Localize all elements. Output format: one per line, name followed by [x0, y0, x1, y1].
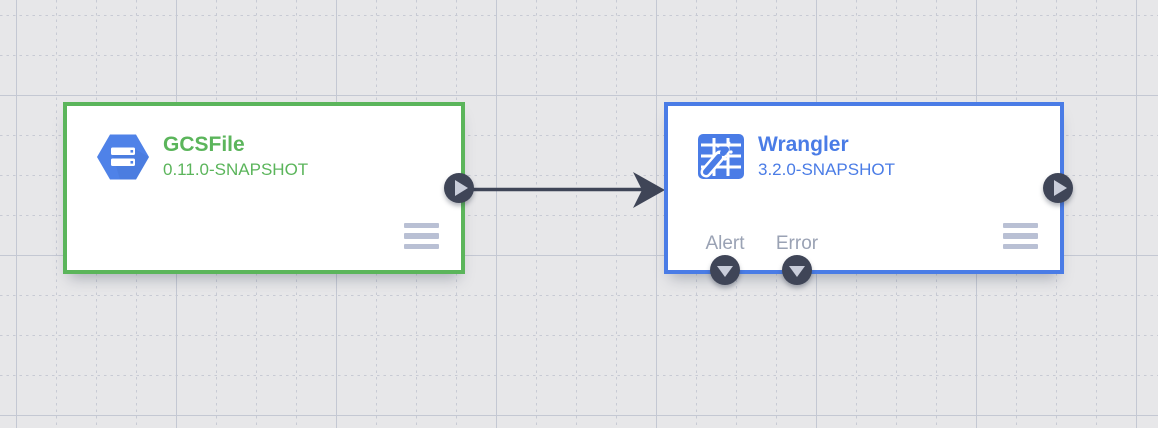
gcsfile-output-port[interactable]: [444, 173, 474, 203]
node-title: GCSFile: [163, 133, 245, 156]
triangle-down-icon: [717, 266, 733, 277]
error-port-label: Error: [775, 233, 819, 254]
node-gcsfile[interactable]: GCSFile 0.11.0-SNAPSHOT: [63, 102, 474, 274]
node-wrangler-header: Wrangler 3.2.0-SNAPSHOT: [668, 106, 1060, 181]
play-icon: [454, 180, 468, 196]
node-wrangler[interactable]: Wrangler 3.2.0-SNAPSHOT Alert Error: [664, 102, 1073, 285]
gcs-bucket-icon: [97, 134, 149, 180]
node-menu-icon[interactable]: [404, 222, 439, 249]
wrangler-alert-port[interactable]: [710, 255, 740, 285]
wrangler-output-port[interactable]: [1043, 173, 1073, 203]
node-gcsfile-labels: GCSFile 0.11.0-SNAPSHOT: [163, 132, 308, 181]
node-title: Wrangler: [758, 133, 849, 156]
wrangler-wand-icon: [698, 134, 744, 179]
node-wrangler-labels: Wrangler 3.2.0-SNAPSHOT: [758, 132, 895, 181]
edge-arrowhead-icon: [633, 172, 665, 208]
triangle-down-icon: [789, 266, 805, 277]
node-version: 3.2.0-SNAPSHOT: [758, 160, 895, 179]
node-version: 0.11.0-SNAPSHOT: [163, 160, 309, 179]
node-menu-icon[interactable]: [1003, 222, 1038, 249]
play-icon: [1053, 180, 1067, 196]
wrangler-error-port[interactable]: [782, 255, 812, 285]
node-gcsfile-header: GCSFile 0.11.0-SNAPSHOT: [67, 106, 461, 181]
alert-port-label: Alert: [705, 233, 745, 254]
